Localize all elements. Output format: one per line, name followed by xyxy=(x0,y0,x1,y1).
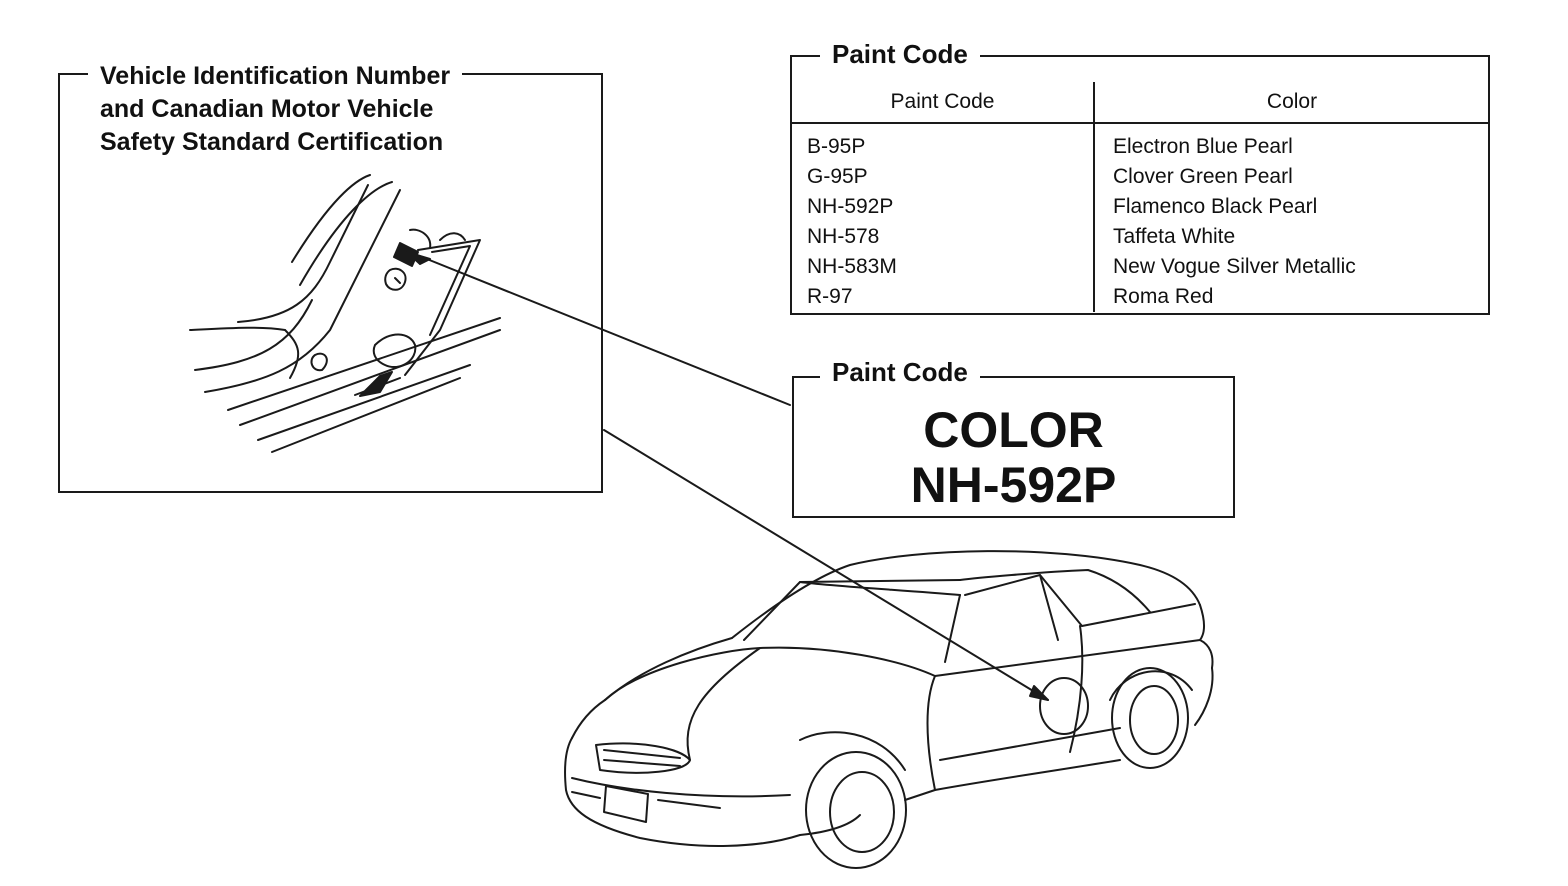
paint-code-cell: NH-583M xyxy=(792,252,1095,282)
paint-code-label-frame xyxy=(792,376,1235,518)
paint-code-cell: NH-592P xyxy=(792,192,1095,222)
paint-code-cell: B-95P xyxy=(792,123,1095,162)
paint-code-table: Paint Code Color B-95P Electron Blue Pea… xyxy=(792,82,1489,312)
color-name-cell: Taffeta White xyxy=(1113,225,1236,248)
vin-title-line-1: Vehicle Identification Number xyxy=(100,62,451,90)
paint-code-label-line-1: COLOR xyxy=(923,402,1104,458)
table-row: NH-583M New Vogue Silver Metallic xyxy=(792,252,1489,282)
front-wheel xyxy=(805,751,907,869)
paint-code-cell: G-95P xyxy=(792,162,1095,192)
color-name-cell: Clover Green Pearl xyxy=(1113,165,1293,188)
paint-code-location-circle xyxy=(1039,677,1089,735)
leader-line-to-car xyxy=(603,429,1049,701)
table-row: B-95P Electron Blue Pearl xyxy=(792,123,1489,162)
color-name-cell: New Vogue Silver Metallic xyxy=(1113,255,1356,278)
arrowhead-icon xyxy=(406,251,431,265)
paint-code-table-frame xyxy=(790,55,1490,315)
door-jamb-illustration xyxy=(189,174,501,453)
color-name-cell: Roma Red xyxy=(1113,285,1214,308)
column-header-paint-code: Paint Code xyxy=(792,82,1095,124)
arrowhead-icon xyxy=(1029,685,1049,701)
paint-code-label-title: Paint Code xyxy=(820,359,980,385)
vin-title-line-3: Safety Standard Certification xyxy=(100,128,444,156)
color-name-cell: Flamenco Black Pearl xyxy=(1113,195,1318,218)
paint-code-cell: R-97 xyxy=(792,282,1095,312)
paint-code-label-line-2: NH-592P xyxy=(910,457,1117,513)
car-illustration xyxy=(564,550,1214,869)
leader-lines xyxy=(406,251,1049,701)
table-row: NH-578 Taffeta White xyxy=(792,222,1489,252)
vin-box-title: Vehicle Identification Number and Canadi… xyxy=(88,60,463,159)
color-name-cell: Electron Blue Pearl xyxy=(1113,135,1293,158)
table-row: NH-592P Flamenco Black Pearl xyxy=(792,192,1489,222)
table-header-row: Paint Code Color xyxy=(792,82,1489,124)
leader-line-to-label xyxy=(416,254,791,406)
rear-wheel xyxy=(1111,667,1189,769)
vin-title-line-2: and Canadian Motor Vehicle xyxy=(100,95,434,123)
paint-code-cell: NH-578 xyxy=(792,222,1095,252)
table-row: R-97 Roma Red xyxy=(792,282,1489,312)
table-row: G-95P Clover Green Pearl xyxy=(792,162,1489,192)
paint-code-table-title: Paint Code xyxy=(820,41,980,67)
column-header-color: Color xyxy=(1094,82,1489,124)
